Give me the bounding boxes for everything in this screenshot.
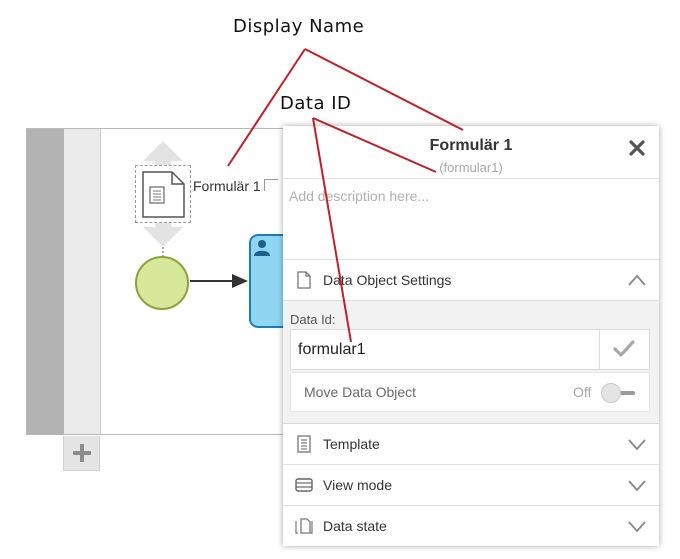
data-object-settings-body: Data Id: Move Data Object Off [283, 301, 659, 424]
pool-header[interactable] [27, 129, 64, 434]
sequence-flow-arrow[interactable] [190, 270, 250, 292]
toggle-knob [601, 383, 621, 403]
data-state-icon [295, 518, 313, 534]
data-object-label[interactable]: Formulär 1 [193, 178, 261, 194]
plus-icon [72, 444, 91, 462]
data-id-input[interactable] [291, 330, 600, 369]
annotation-display-name: Display Name [233, 16, 365, 37]
chevron-down-icon[interactable] [627, 519, 647, 533]
label-resize-handle[interactable] [264, 179, 278, 191]
section-label: Data Object Settings [323, 272, 452, 288]
data-object-icon[interactable] [140, 171, 186, 218]
section-label: Template [323, 436, 380, 452]
move-down-arrow-icon[interactable] [143, 223, 183, 247]
move-data-object-label: Move Data Object [304, 384, 417, 400]
description-field[interactable]: Add description here... [283, 180, 659, 260]
close-icon[interactable] [627, 138, 647, 158]
start-event[interactable] [135, 256, 189, 310]
data-id-label: Data Id: [290, 312, 336, 327]
data-object-selection [135, 165, 191, 223]
panel-subtitle: (formular1) [439, 160, 503, 175]
toggle-track [609, 391, 635, 395]
panel-title: Formulär 1 [429, 137, 513, 154]
data-id-field [290, 329, 650, 370]
section-view-mode[interactable]: View mode [283, 465, 659, 506]
document-icon [297, 271, 311, 289]
section-label: Data state [323, 518, 387, 534]
section-template[interactable]: Template [283, 424, 659, 465]
section-label: View mode [323, 477, 393, 493]
move-data-object-row: Move Data Object Off [290, 372, 650, 412]
template-icon [297, 435, 311, 453]
checkmark-icon[interactable] [612, 339, 636, 359]
lane-header[interactable] [64, 129, 101, 434]
display-name-line-to-title [304, 48, 464, 131]
annotation-data-id: Data ID [280, 93, 352, 114]
chevron-down-icon[interactable] [627, 478, 647, 492]
user-icon [254, 240, 270, 256]
move-data-object-toggle[interactable] [601, 383, 637, 403]
toggle-state-label: Off [573, 384, 592, 400]
move-up-arrow-icon[interactable] [143, 141, 183, 165]
chevron-down-icon[interactable] [627, 437, 647, 451]
panel-header: Formulär 1 (formular1) [283, 126, 659, 179]
add-lane-button[interactable] [63, 436, 100, 471]
chevron-up-icon[interactable] [627, 273, 647, 287]
properties-panel: Formulär 1 (formular1) Add description h… [283, 126, 659, 546]
section-data-object-settings[interactable]: Data Object Settings [283, 260, 659, 301]
section-data-state[interactable]: Data state [283, 506, 659, 546]
view-mode-icon [295, 478, 313, 492]
